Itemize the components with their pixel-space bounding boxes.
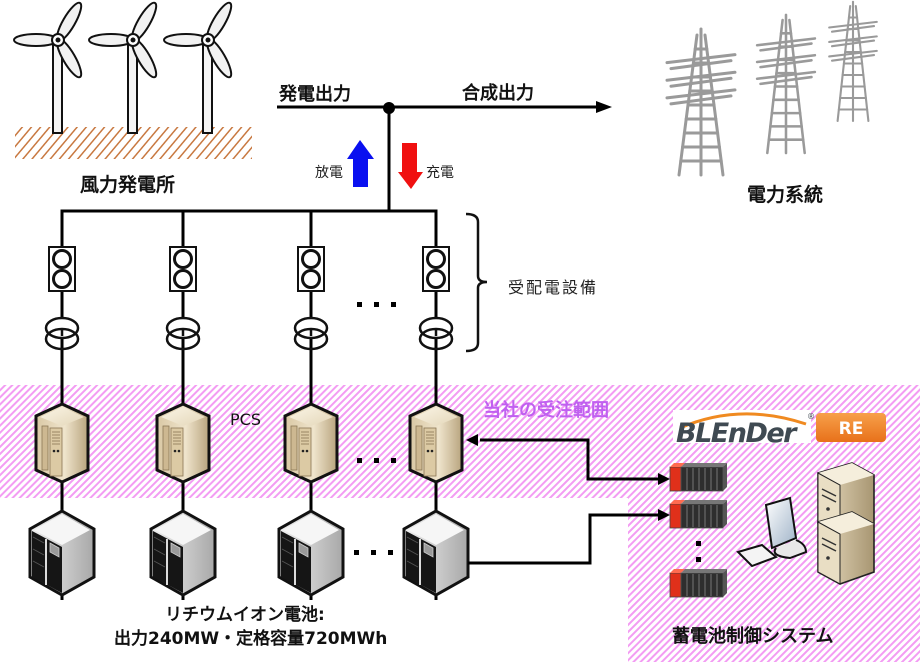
ellipsis-dot [357, 458, 362, 463]
power-tower-icon [755, 13, 817, 155]
discharge-arrow-icon [347, 140, 374, 187]
logo-text: BLEnDer [676, 418, 798, 449]
substation-bracket [465, 212, 488, 353]
wind-farm [13, 1, 252, 159]
ellipsis-dot [391, 458, 396, 463]
re-badge-text: RE [839, 419, 864, 439]
plc-unit-icon [669, 463, 727, 492]
transformer-icon [418, 316, 454, 351]
ellipsis-dot [391, 302, 396, 307]
battery-label-line2: 出力240MW・定格容量720MWh [114, 629, 388, 649]
registered-mark: ® [807, 412, 815, 421]
circuit-breaker-icon [48, 246, 76, 292]
combined-output-label: 合成出力 [462, 83, 534, 104]
transformer-icon [293, 316, 329, 351]
arrow-right-icon [596, 101, 612, 113]
arrow-left-icon [466, 434, 478, 446]
arrow-right-icon [658, 509, 670, 521]
wind-turbine-icon [13, 1, 83, 134]
wind-farm-label: 風力発電所 [80, 174, 176, 196]
plc-units [669, 463, 727, 598]
ellipsis-dot [357, 302, 362, 307]
arrow-right-icon [658, 473, 670, 485]
workstation-icon [736, 496, 808, 568]
wind-turbine-icon [163, 1, 233, 134]
ellipsis-dot [374, 302, 379, 307]
power-tower-icon [665, 27, 737, 177]
feeder-branch [402, 211, 470, 600]
circuit-breaker-icon [169, 246, 197, 292]
ellipsis-dot [374, 458, 379, 463]
transformer-icon [165, 316, 201, 351]
power-tower-icon [828, 0, 878, 123]
battery-label-line1: リチウムイオン電池: [165, 605, 325, 625]
feeder-branch [149, 211, 217, 600]
pcs-unit-icon [408, 402, 464, 484]
blender-re-logo: BLEnDer ® RE [673, 410, 886, 449]
circuit-breaker-icon [297, 246, 325, 292]
transformer-icon [44, 316, 80, 351]
output-line [277, 101, 612, 211]
power-grid-towers [665, 0, 878, 177]
plc-vertical-ellipsis [696, 541, 701, 562]
re-badge [816, 413, 886, 442]
feeder-bus [60, 209, 438, 247]
control-system-label: 蓄電池制御システム [672, 626, 834, 647]
server-icon [817, 511, 875, 585]
control-link-battery [468, 509, 670, 565]
charge-arrow-icon [398, 143, 423, 189]
feeder-branch [277, 211, 345, 600]
battery-unit-icon [402, 509, 470, 597]
plc-unit-icon [669, 500, 727, 529]
ellipsis-dot [371, 550, 376, 555]
pcs-unit-icon [283, 402, 339, 484]
plc-unit-icon [669, 569, 727, 598]
substation-equipment-label: 受配電設備 [508, 278, 599, 297]
circuit-breaker-icon [422, 246, 450, 292]
scope-of-order-label: 当社の受注範囲 [483, 400, 609, 421]
generation-output-label: 発電出力 [279, 84, 351, 105]
wind-turbine-icon [88, 1, 158, 134]
ellipsis-dots [354, 302, 396, 555]
server-icons [817, 462, 875, 585]
battery-unit-icon [149, 509, 217, 597]
charge-label: 充電 [426, 165, 454, 181]
ellipsis-dot [354, 550, 359, 555]
discharge-label: 放電 [315, 165, 343, 181]
battery-unit-icon [277, 509, 345, 597]
logo-swoosh [679, 412, 807, 430]
pcs-label: PCS [230, 410, 261, 429]
ellipsis-dot [388, 550, 393, 555]
battery-unit-icon [28, 509, 96, 597]
pcs-unit-icon [155, 402, 211, 484]
control-link-pcs [466, 434, 670, 485]
pcs-unit-icon [34, 402, 90, 484]
power-grid-label: 電力系統 [747, 184, 824, 206]
feeder-branch [28, 211, 96, 600]
